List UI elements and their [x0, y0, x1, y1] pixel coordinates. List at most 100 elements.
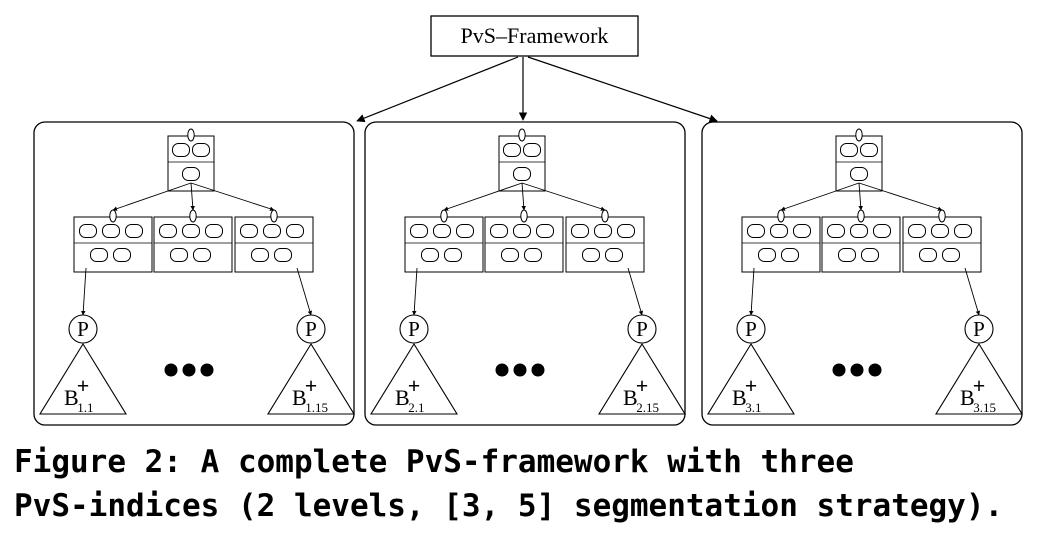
level2-entry [793, 224, 811, 238]
level2-entry [240, 224, 258, 238]
level2-entry [582, 248, 600, 262]
btree-triangle [598, 342, 686, 415]
level2-entry [433, 224, 451, 238]
partition-last: P B+1.15 [267, 267, 355, 415]
index-level2-node [484, 182, 564, 273]
level2-entry [90, 248, 108, 262]
index-root-node [167, 128, 215, 192]
p-node-label: P [305, 317, 317, 341]
root-entry [192, 143, 210, 157]
level2-pointer-circle [440, 209, 448, 223]
level2-entry [102, 224, 120, 238]
level2-arrow [190, 182, 195, 211]
btree-label: B+3.15 [960, 373, 996, 415]
level2-pointer-circle [777, 209, 785, 223]
pvs-framework-diagram: PvS–Framework PB+1.1PB+1.15PB+2.1PB+2.15… [33, 15, 1023, 426]
ellipsis-dot [495, 363, 509, 377]
level2-entry [571, 224, 589, 238]
partition-first: PB+1.1 [39, 267, 127, 415]
level2-arrow [190, 182, 275, 211]
root-label: PvS–Framework [461, 23, 609, 48]
ellipsis-dot [850, 363, 864, 377]
level2-entry [286, 224, 304, 238]
partition-last: P B+2.15 [598, 267, 686, 415]
ellipsis-dot [182, 363, 196, 377]
level2-entry [931, 224, 949, 238]
pvs-index-panel-2: PB+2.1PB+2.15 [364, 121, 686, 426]
level2-entry [758, 248, 776, 262]
ellipsis-dot [513, 363, 527, 377]
level2-arrow [112, 182, 192, 211]
level2-entry [410, 224, 428, 238]
index-level2-node [741, 182, 860, 273]
level2-entry [113, 248, 131, 262]
level2-pointer-circle [270, 209, 278, 223]
index-level2-node [73, 182, 192, 273]
btree-triangle [707, 342, 795, 415]
level2-entry [263, 224, 281, 238]
p-node-label: P [636, 317, 648, 341]
level2-pointer-circle [520, 209, 528, 223]
p-arrow [749, 267, 755, 316]
level2-entry [513, 224, 531, 238]
figure-caption: Figure 2: A complete PvS-framework with … [14, 440, 1044, 528]
p-arrow [81, 267, 87, 316]
btree-label: B+3.1 [732, 373, 761, 415]
level2-pointer-circle [938, 209, 946, 223]
ellipsis-dot [868, 363, 882, 377]
level2-arrow [521, 182, 606, 211]
btree-label: B+1.15 [292, 373, 328, 415]
ellipsis-dot [531, 363, 545, 377]
index-level2-node [153, 182, 233, 273]
root-entry [513, 167, 531, 181]
caption-line-1: Figure 2: A complete PvS-framework with … [14, 444, 854, 480]
index-root-node [498, 128, 546, 192]
root-arrow-1 [356, 56, 519, 123]
root-pointer-circle [187, 128, 195, 142]
level2-entry [838, 248, 856, 262]
p-arrow [296, 267, 313, 316]
level2-entry [193, 248, 211, 262]
level2-entry [770, 224, 788, 238]
level2-entry [79, 224, 97, 238]
level2-entry [536, 224, 554, 238]
btree-label: B+2.15 [623, 373, 659, 415]
level2-entry [125, 224, 143, 238]
root-entry [850, 167, 868, 181]
partition-first: P B+3.1 [707, 267, 795, 415]
level2-entry [781, 248, 799, 262]
index-level2-node [404, 182, 523, 273]
index-level2-node [858, 182, 982, 273]
level2-entry [205, 224, 223, 238]
level2-arrow [780, 182, 860, 211]
index-level2-node [821, 182, 901, 273]
p-node-label: P [408, 317, 420, 341]
p-node-label: P [745, 317, 757, 341]
panel-border [701, 121, 1023, 426]
level2-pointer-circle [189, 209, 197, 223]
level2-entry [456, 224, 474, 238]
root-entry [840, 143, 858, 157]
level2-entry [274, 248, 292, 262]
partition-first: PB+2.1 [370, 267, 458, 415]
level2-entry [919, 248, 937, 262]
level2-entry [942, 248, 960, 262]
p-arrow [964, 267, 981, 316]
root-entry [182, 167, 200, 181]
index-root-node [835, 128, 883, 192]
ellipsis-dot [200, 363, 214, 377]
level2-entry [182, 224, 200, 238]
ellipsis-dot [164, 363, 178, 377]
level2-entry [170, 248, 188, 262]
level2-pointer-circle [601, 209, 609, 223]
p-arrow [412, 267, 418, 316]
level2-arrow [858, 182, 863, 211]
ellipsis-dot [832, 363, 846, 377]
root-node: PvS–Framework [430, 15, 639, 57]
btree-triangle [935, 342, 1023, 415]
level2-pointer-circle [109, 209, 117, 223]
btree-triangle [370, 342, 458, 415]
level2-entry [594, 224, 612, 238]
level2-entry [251, 248, 269, 262]
level2-entry [747, 224, 765, 238]
